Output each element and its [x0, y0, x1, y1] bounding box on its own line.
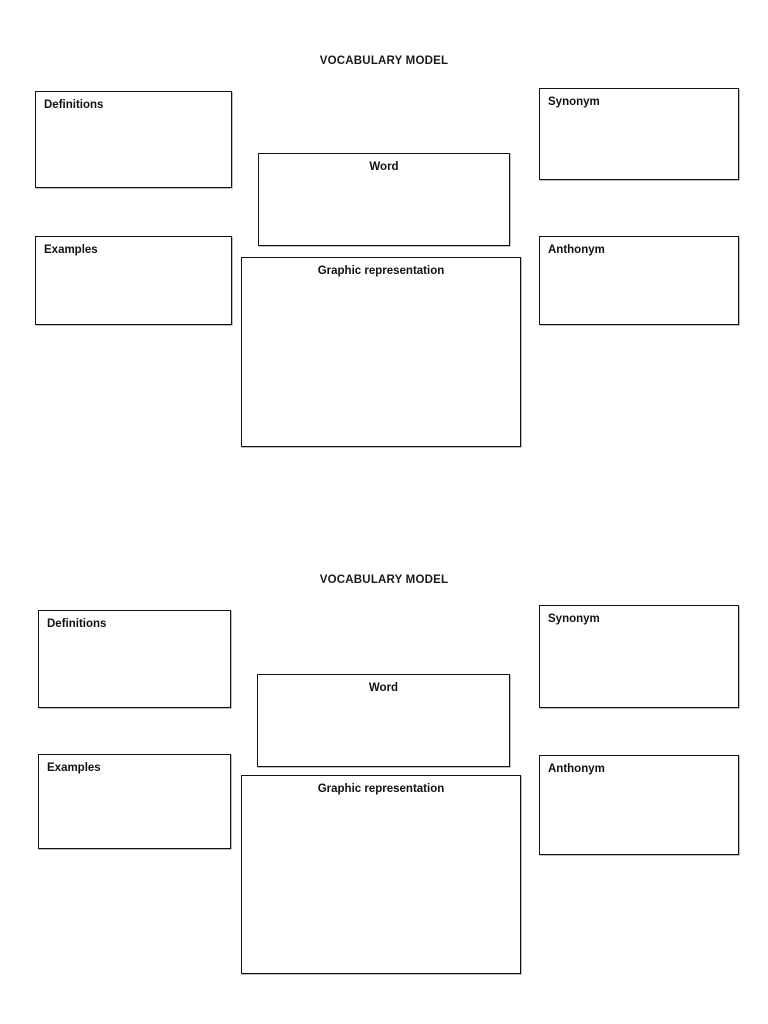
synonym-label: Synonym — [548, 613, 600, 625]
word-label: Word — [369, 161, 399, 173]
word-box[interactable]: Word — [258, 153, 510, 246]
page-title: VOCABULARY MODEL — [319, 55, 449, 67]
definitions-box[interactable]: Definitions — [38, 610, 231, 708]
anthonym-box[interactable]: Anthonym — [539, 236, 739, 325]
definitions-label: Definitions — [44, 99, 104, 111]
definitions-box[interactable]: Definitions — [35, 91, 232, 188]
word-label: Word — [368, 682, 399, 694]
page-title: VOCABULARY MODEL — [319, 574, 449, 586]
word-box[interactable]: Word — [257, 674, 510, 767]
graphic-representation-label: Graphic representation — [317, 783, 445, 795]
definitions-label: Definitions — [47, 618, 107, 630]
graphic-representation-box[interactable]: Graphic representation — [241, 775, 521, 974]
examples-box[interactable]: Examples — [35, 236, 232, 325]
examples-label: Examples — [44, 244, 98, 256]
graphic-representation-label: Graphic representation — [317, 265, 445, 277]
anthonym-box[interactable]: Anthonym — [539, 755, 739, 855]
examples-box[interactable]: Examples — [38, 754, 231, 849]
synonym-box[interactable]: Synonym — [539, 88, 739, 180]
anthonym-label: Anthonym — [548, 763, 605, 775]
synonym-box[interactable]: Synonym — [539, 605, 739, 708]
examples-label: Examples — [47, 762, 101, 774]
graphic-representation-box[interactable]: Graphic representation — [241, 257, 521, 447]
anthonym-label: Anthonym — [548, 244, 605, 256]
synonym-label: Synonym — [548, 96, 600, 108]
